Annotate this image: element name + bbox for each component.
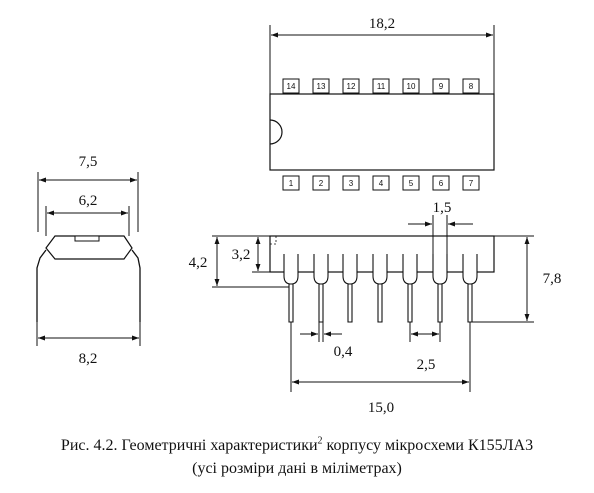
dim-side-lead-span-label: 8,2	[79, 351, 98, 367]
pin-box	[342, 78, 360, 94]
pin-label: 13	[317, 82, 326, 91]
dimension-pin-span: 15,0	[290, 322, 471, 416]
dim-total-height-label: 4,2	[189, 255, 208, 271]
pin-box	[402, 175, 420, 191]
dim-side-inner-width-label: 6,2	[79, 193, 98, 209]
pin-label: 10	[407, 82, 416, 91]
pin-label: 12	[347, 82, 356, 91]
dimension-side-lead-span: 8,2	[36, 322, 141, 367]
pin-label: 11	[377, 82, 386, 91]
dim-pin-span-label: 15,0	[368, 400, 394, 416]
pin-box	[282, 78, 300, 94]
caption-line-1: Рис. 4.2. Геометричні характеристики2 ко…	[0, 434, 594, 457]
dimension-side-inner-width: 6,2	[45, 193, 130, 236]
front-view: 4,2 3,2 1,5 7,8 0,4	[189, 200, 562, 416]
front-lead	[462, 254, 478, 323]
pin-box	[462, 78, 480, 94]
pin-box	[462, 175, 480, 191]
chip-body-side	[45, 235, 133, 260]
caption-line-2: (усі розміри дані в міліметрах)	[192, 460, 402, 477]
chip-body-top	[269, 93, 495, 171]
front-lead	[342, 254, 358, 323]
front-lead	[432, 254, 448, 323]
pin-box	[372, 175, 390, 191]
dim-side-top-width-label: 7,5	[79, 154, 98, 170]
pin-label: 1	[289, 179, 294, 188]
pin-box	[282, 175, 300, 191]
front-lead-row	[283, 254, 478, 323]
front-lead	[283, 254, 299, 323]
pin-box	[342, 175, 360, 191]
dim-lead-thickness-label: 0,4	[334, 344, 353, 360]
dim-pin-width-label: 1,5	[433, 200, 452, 216]
pin-label: 14	[287, 82, 296, 91]
footnote-mark: 2	[317, 435, 323, 447]
orientation-notch	[269, 119, 283, 145]
dimension-pin-pitch: 2,5	[409, 322, 441, 373]
pin-box	[432, 78, 450, 94]
side-lead-right	[131, 249, 141, 322]
pin-label: 6	[439, 179, 444, 188]
front-lead	[372, 254, 388, 323]
pin-box	[402, 78, 420, 94]
figure-caption: Рис. 4.2. Геометричні характеристики2 ко…	[0, 434, 594, 480]
dim-overall-height-label: 7,8	[543, 271, 562, 287]
pin-label: 7	[469, 179, 474, 188]
dim-pin-pitch-label: 2,5	[417, 357, 436, 373]
dimension-body-height: 3,2	[232, 237, 270, 273]
front-lead	[402, 254, 418, 323]
dimension-pin-width: 1,5	[408, 200, 473, 254]
pin-label: 3	[349, 179, 354, 188]
pin-label: 5	[409, 179, 414, 188]
side-marker	[74, 235, 100, 242]
dimension-side-top-width: 7,5	[37, 154, 139, 232]
pin-box	[432, 175, 450, 191]
pin-label: 8	[469, 82, 474, 91]
dimension-total-height: 4,2	[189, 235, 289, 288]
dimension-lead-thickness: 0,4	[300, 322, 353, 360]
pin-box	[312, 78, 330, 94]
top-pin-row: 14 13 12 11 10 9 8	[282, 78, 480, 94]
pin-box	[312, 175, 330, 191]
dimension-overall-height: 7,8	[472, 235, 562, 323]
dim-package-length-label: 18,2	[369, 16, 395, 32]
caption-text: Рис. 4.2. Геометричні характеристики	[60, 437, 318, 454]
caption-text: корпусу мікросхеми К155ЛА3	[322, 437, 534, 454]
front-lead	[313, 254, 329, 323]
pin-label: 2	[319, 179, 324, 188]
pin-box	[372, 78, 390, 94]
bottom-pin-row: 1 2 3 4 5 6 7	[282, 175, 480, 191]
pin-label: 9	[439, 82, 444, 91]
side-view: 7,5 6,2 8,2	[36, 154, 141, 367]
dimension-package-length: 18,2	[269, 16, 495, 94]
side-lead-left	[36, 249, 47, 322]
top-view: 18,2 14 13 12 11 10 9 8	[269, 16, 495, 191]
dim-body-height-label: 3,2	[232, 247, 251, 263]
pin-label: 4	[379, 179, 384, 188]
